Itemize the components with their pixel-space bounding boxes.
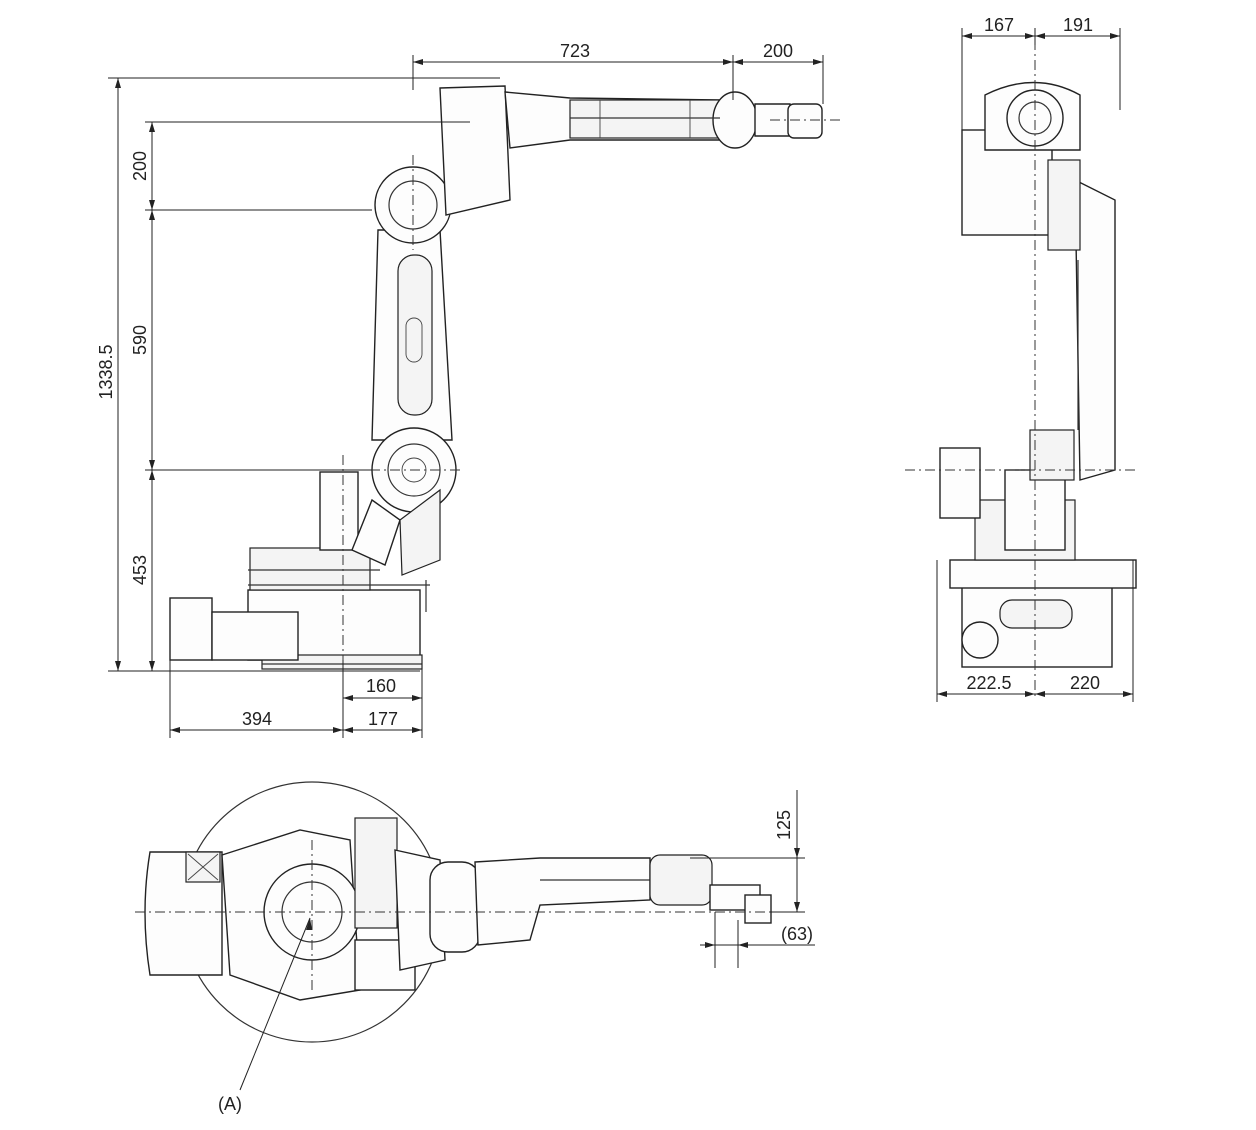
top-dimension-lines bbox=[239, 790, 815, 1091]
dim-191: 191 bbox=[1063, 15, 1093, 35]
dim-63: (63) bbox=[781, 924, 813, 944]
side-upper-arm bbox=[439, 85, 823, 216]
dim-453: 453 bbox=[130, 555, 150, 585]
callout-a: (A) bbox=[218, 1094, 242, 1114]
front-dimension-lines bbox=[936, 28, 1134, 702]
dim-394: 394 bbox=[242, 709, 272, 729]
dim-160: 160 bbox=[366, 676, 396, 696]
dim-220: 220 bbox=[1070, 673, 1100, 693]
front-view: 167 191 222.5 220 bbox=[905, 15, 1137, 702]
dim-723: 723 bbox=[560, 41, 590, 61]
dim-222-5: 222.5 bbox=[966, 673, 1011, 693]
dim-167: 167 bbox=[984, 15, 1014, 35]
side-extension-lines bbox=[108, 55, 824, 738]
dim-200-wrist: 200 bbox=[763, 41, 793, 61]
dim-125: 125 bbox=[774, 810, 794, 840]
side-centerlines bbox=[342, 119, 840, 735]
dim-590: 590 bbox=[130, 325, 150, 355]
dim-177: 177 bbox=[368, 709, 398, 729]
front-robot-body bbox=[939, 81, 1137, 668]
side-view: 723 200 200 590 453 1338.5 160 394 177 bbox=[96, 41, 840, 738]
top-robot-body bbox=[144, 817, 772, 1001]
top-centerlines bbox=[135, 840, 800, 990]
side-base bbox=[169, 471, 430, 670]
dim-200-offset: 200 bbox=[130, 151, 150, 181]
top-view: 125 (63) (A) bbox=[135, 781, 815, 1114]
side-lower-arm bbox=[351, 166, 457, 612]
dim-1338-5: 1338.5 bbox=[96, 344, 116, 399]
side-dimension-lines bbox=[115, 59, 823, 733]
front-centerlines bbox=[905, 40, 1135, 700]
